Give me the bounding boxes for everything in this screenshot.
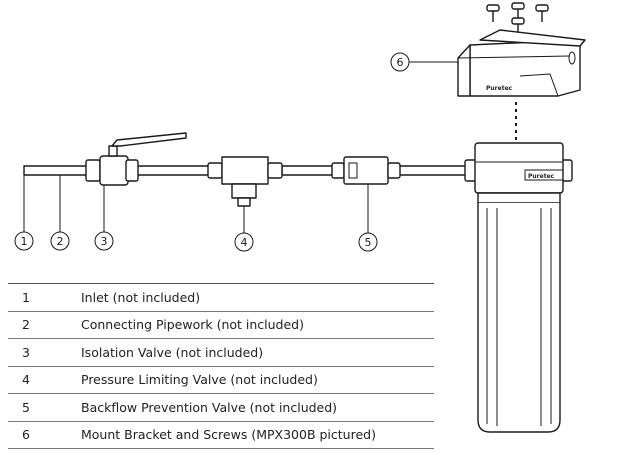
legend-row: 6 Mount Bracket and Screws (MPX300B pict… (8, 422, 434, 449)
leader-lines (23, 61, 458, 233)
legend-table: 1 Inlet (not included) 2 Connecting Pipe… (8, 283, 434, 449)
callout-number: 5 (365, 236, 372, 249)
callout-number: 3 (101, 235, 108, 248)
legend-row: 5 Backflow Prevention Valve (not include… (8, 394, 434, 422)
legend-row: 1 Inlet (not included) (8, 284, 434, 312)
callout-number: 4 (241, 236, 248, 249)
callout-number: 2 (57, 235, 64, 248)
callout-1: 1 (14, 231, 34, 251)
legend-row: 3 Isolation Valve (not included) (8, 339, 434, 367)
legend-label: Pressure Limiting Valve (not included) (81, 372, 318, 388)
legend-number: 4 (22, 372, 30, 388)
callout-5: 5 (358, 232, 378, 252)
isolation-valve (85, 132, 187, 186)
legend-label: Mount Bracket and Screws (MPX300B pictur… (81, 427, 376, 443)
callout-2: 2 (50, 231, 70, 251)
screws (486, 2, 549, 33)
screw (511, 2, 525, 33)
legend-label: Backflow Prevention Valve (not included) (81, 399, 338, 415)
legend-label: Isolation Valve (not included) (81, 344, 264, 360)
callout-number: 1 (21, 235, 28, 248)
filter-housing: Puretec (464, 142, 573, 433)
legend-number: 2 (22, 317, 30, 333)
legend-number: 3 (22, 344, 30, 360)
backflow-prevention-valve (331, 156, 401, 185)
legend-row: 2 Connecting Pipework (not included) (8, 312, 434, 339)
mount-bracket: Puretec (457, 29, 586, 97)
legend-label: Connecting Pipework (not included) (81, 317, 304, 333)
screw (535, 4, 549, 22)
callout-number: 6 (397, 56, 404, 69)
callout-4: 4 (234, 232, 254, 252)
callout-6: 6 (390, 52, 410, 72)
screw (486, 4, 500, 22)
legend-number: 5 (22, 399, 30, 415)
legend-number: 1 (22, 289, 30, 305)
housing-logo: Puretec (528, 173, 555, 180)
legend-number: 6 (22, 427, 30, 443)
callout-3: 3 (94, 231, 114, 251)
pressure-limiting-valve (207, 156, 283, 207)
bracket-logo: Puretec (486, 85, 513, 92)
legend-row: 4 Pressure Limiting Valve (not included) (8, 367, 434, 394)
legend-label: Inlet (not included) (81, 289, 201, 305)
